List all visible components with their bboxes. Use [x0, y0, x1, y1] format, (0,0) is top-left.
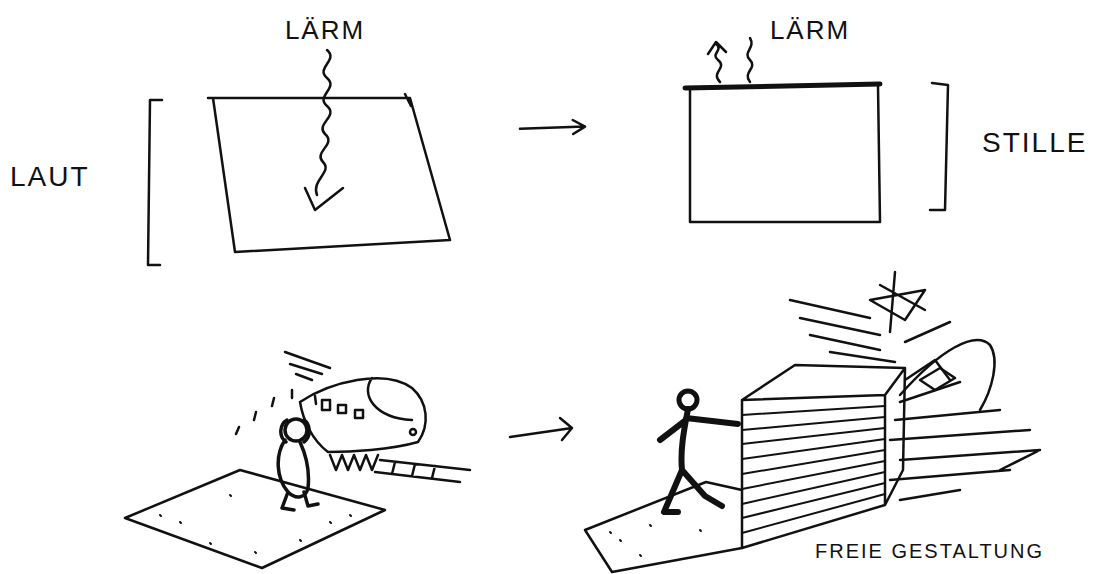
ground-texture	[160, 495, 351, 553]
barrier-line	[685, 84, 880, 88]
wall-hatching	[742, 406, 885, 533]
sketch-lines	[125, 83, 1040, 572]
ground-plane	[125, 470, 385, 568]
room-shape	[205, 10, 455, 260]
room-box: LÄRM	[205, 10, 455, 260]
noise-marks	[236, 390, 316, 434]
person-head	[285, 419, 307, 441]
bracket	[930, 83, 948, 210]
node-heading: LÄRM	[255, 16, 395, 45]
ground-texture	[610, 525, 701, 556]
reflected-wave	[708, 38, 752, 82]
noise-wave	[305, 50, 343, 210]
train	[300, 378, 426, 452]
room-box: LÄRM	[680, 10, 890, 230]
speed-lines	[285, 352, 330, 380]
flow-arrow	[520, 120, 585, 134]
flow-arrow	[510, 418, 572, 440]
debris-lines	[890, 360, 1040, 500]
bracket	[148, 100, 162, 265]
annotation: STILLE	[982, 128, 1094, 159]
noise-wall	[742, 365, 905, 548]
flying-piece	[870, 272, 925, 332]
train-windows	[322, 400, 363, 418]
annotation: FREIE GESTALTUNG	[815, 540, 1085, 562]
standing-person	[660, 409, 738, 512]
train-light	[410, 429, 416, 435]
track	[330, 455, 470, 482]
room-outline	[690, 86, 880, 222]
ground-plane	[585, 482, 742, 572]
annotation: LAUT	[10, 162, 150, 193]
node-heading: LÄRM	[740, 16, 880, 45]
